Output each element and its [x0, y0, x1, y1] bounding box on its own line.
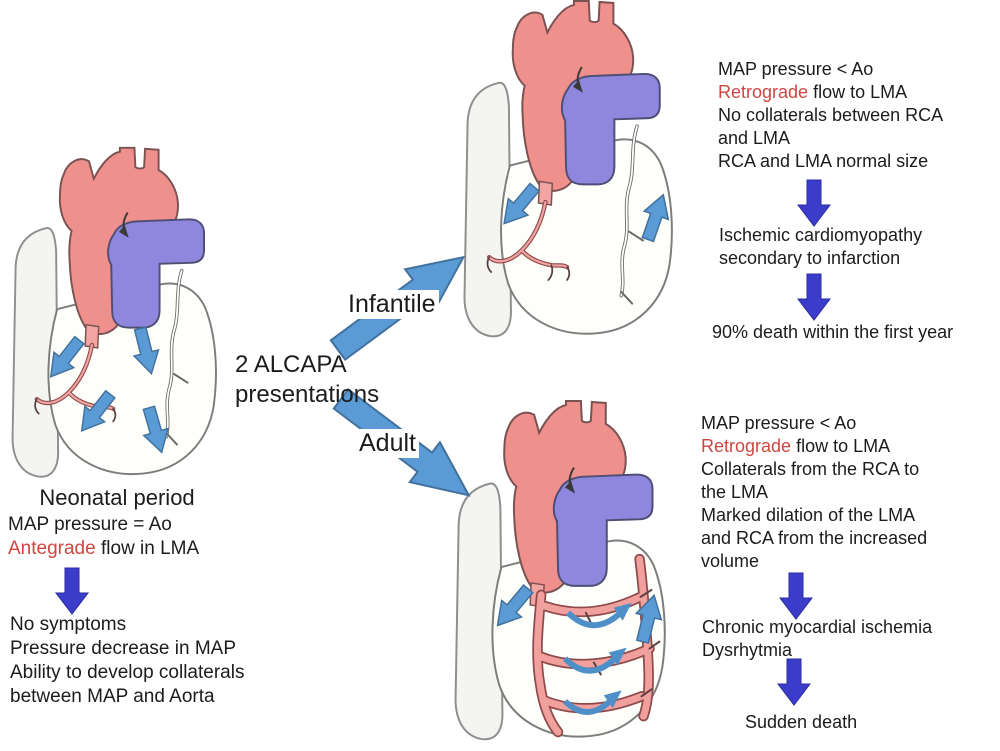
- heart-diagram-neonatal: [11, 146, 217, 478]
- branch-label-infantile: Infantile: [345, 290, 439, 319]
- sequence-arrow-icon: [797, 273, 831, 321]
- finding-line: Collaterals from the RCA to: [701, 459, 920, 479]
- finding-line: volume: [701, 551, 760, 571]
- infantile-findings: MAP pressure < Ao Retrograde flow to LMA…: [718, 58, 943, 173]
- finding-line: Marked dilation of the LMA: [701, 505, 916, 525]
- curved-flow-arrows: [562, 602, 632, 715]
- consequence-line: Chronic myocardial ischemia: [702, 617, 933, 637]
- finding-line: the LMA: [701, 482, 769, 502]
- sequence-arrow-icon: [779, 572, 813, 620]
- finding-line-rest: flow in LMA: [95, 538, 200, 559]
- finding-line: MAP pressure < Ao: [718, 59, 874, 79]
- sequence-arrow-icon: [777, 658, 811, 706]
- sequence-arrow-icon: [797, 179, 831, 227]
- neonatal-findings: MAP pressure = Ao Antegrade flow in LMA: [8, 513, 199, 561]
- adult-findings: MAP pressure < Ao Retrograde flow to LMA…: [701, 412, 927, 573]
- finding-line: Antegrade flow in LMA: [8, 537, 199, 561]
- finding-line: No collaterals between RCA: [718, 105, 944, 125]
- infantile-final-outcome: 90% death within the first year: [712, 322, 954, 342]
- consequence-line: Ischemic cardiomyopathy: [719, 225, 923, 245]
- finding-line: MAP pressure < Ao: [701, 413, 857, 433]
- adult-final-outcome: Sudden death: [745, 712, 858, 732]
- outcome-line: between MAP and Aorta: [10, 686, 215, 707]
- retrograde-highlight: Retrograde: [718, 82, 809, 102]
- heart-diagram-adult: [454, 400, 668, 741]
- finding-line: Retrograde flow to LMA: [701, 435, 927, 458]
- finding-line-rest: flow to LMA: [791, 436, 891, 456]
- outcome-line: Pressure decrease in MAP: [10, 638, 236, 659]
- retrograde-highlight: Retrograde: [701, 436, 792, 456]
- diagram-title-line2: presentations: [235, 381, 380, 408]
- finding-line: RCA and LMA normal size: [718, 151, 929, 171]
- consequence-line: secondary to infarction: [719, 248, 901, 268]
- diagram-title-line1: 2 ALCAPA: [235, 351, 347, 378]
- diagram-title: 2 ALCAPA presentations: [235, 350, 379, 410]
- finding-line: Retrograde flow to LMA: [718, 81, 943, 104]
- finding-line-rest: flow to LMA: [808, 82, 908, 102]
- neonatal-outcome: No symptoms Pressure decrease in MAP Abi…: [10, 613, 244, 709]
- adult-consequence: Chronic myocardial ischemia Dysrhytmia: [702, 616, 932, 662]
- consequence-line: Dysrhytmia: [702, 640, 793, 660]
- neonatal-caption: Neonatal period: [39, 485, 195, 510]
- finding-line: MAP pressure = Ao: [8, 514, 172, 535]
- outcome-line: No symptoms: [10, 614, 127, 635]
- sequence-arrow-icon: [55, 567, 89, 615]
- finding-line: and RCA from the increased: [701, 528, 928, 548]
- finding-line: and LMA: [718, 128, 791, 148]
- branch-label-adult: Adult: [356, 429, 419, 458]
- antegrade-highlight: Antegrade: [8, 538, 96, 559]
- outcome-line: Ability to develop collaterals: [10, 662, 245, 683]
- infantile-consequence: Ischemic cardiomyopathy secondary to inf…: [719, 224, 922, 270]
